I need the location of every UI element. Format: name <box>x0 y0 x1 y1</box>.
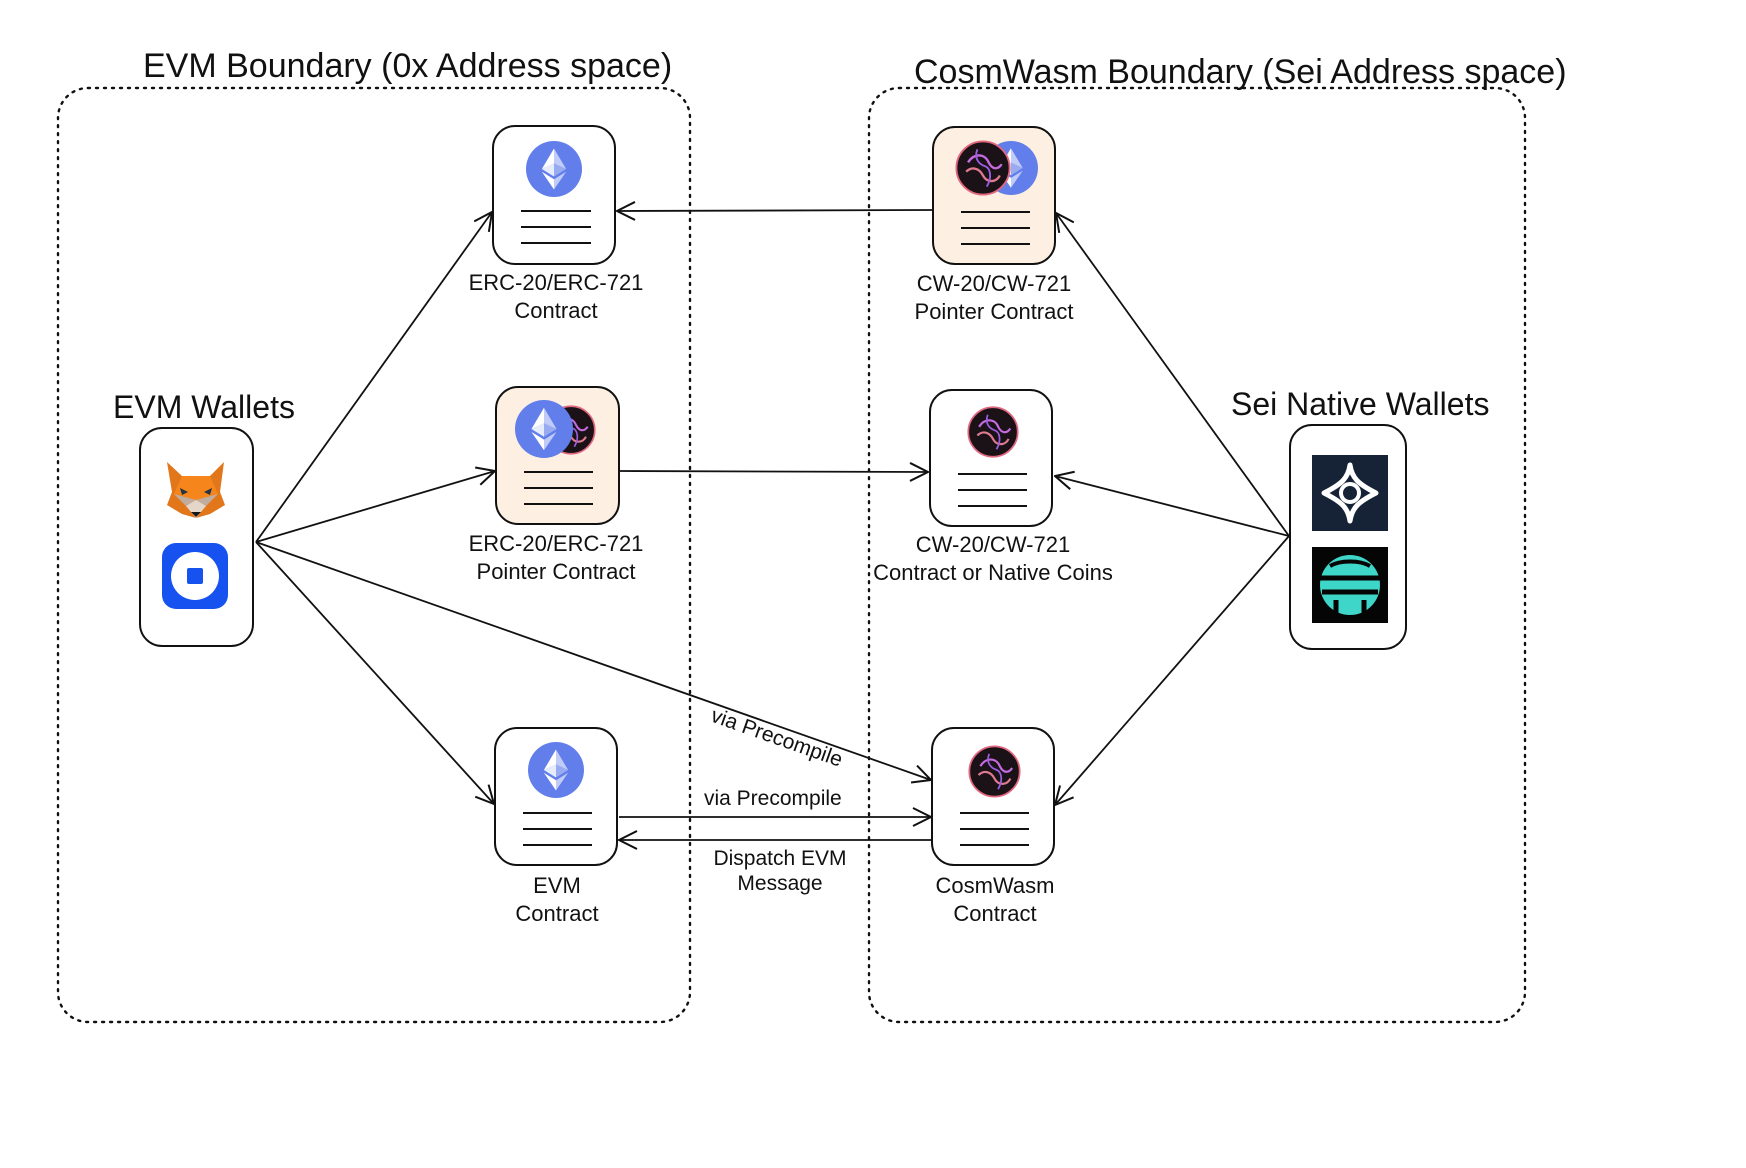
edge-seiwallet-to-cosmwasm <box>1055 535 1290 805</box>
cw-pointer-label: CW-20/CW-721 Pointer Contract <box>894 270 1094 325</box>
edge-label-via-precompile: via Precompile <box>704 787 842 810</box>
ethereum-icon <box>526 141 582 197</box>
ethereum-icon <box>515 400 573 458</box>
cw-native-node <box>929 389 1053 527</box>
document-lines-icon <box>523 812 592 846</box>
edge-seiwallet-to-cw-pointer <box>1056 213 1290 537</box>
evm-boundary-title: EVM Boundary (0x Address space) <box>143 47 673 85</box>
edge-evmwallet-to-cosmwasm-contract <box>255 541 931 780</box>
cosmwasm-contract-node <box>931 727 1055 866</box>
document-lines-icon <box>521 210 591 244</box>
coinbase-wallet-icon <box>162 543 228 609</box>
ethereum-icon <box>528 742 584 798</box>
sei-icon <box>955 140 1011 196</box>
edge-label-dispatch-line2: Message <box>737 872 823 896</box>
edge-seiwallet-to-cw-native <box>1055 476 1290 537</box>
document-lines-icon <box>960 812 1029 846</box>
edge-erc-pointer-to-cw-native <box>618 471 928 472</box>
edges <box>255 210 1290 840</box>
sei-icon <box>968 745 1021 798</box>
evm-boundary <box>56 86 692 1024</box>
erc-contract-node <box>492 125 616 265</box>
edge-evmwallet-to-erc-contract <box>255 212 492 543</box>
sei-icon <box>967 406 1019 458</box>
erc-contract-label: ERC-20/ERC-721 Contract <box>456 269 656 324</box>
erc-pointer-label-line2: Pointer Contract <box>476 558 636 584</box>
erc-pointer-label: ERC-20/ERC-721 Pointer Contract <box>456 530 656 585</box>
document-lines-icon <box>958 473 1027 507</box>
cosmwasm-contract-label-line2: Contract <box>953 900 1037 926</box>
edge-label-dispatch-evm-message: Dispatch EVM Message <box>680 846 880 896</box>
evm-contract-node <box>494 727 618 866</box>
evm-contract-label-line1: EVM <box>533 873 581 898</box>
erc-contract-label-line2: Contract <box>514 297 598 323</box>
sei-wallets-title: Sei Native Wallets <box>1231 386 1490 422</box>
evm-wallets-title: EVM Wallets <box>113 389 295 425</box>
cw-native-label-line1: CW-20/CW-721 <box>915 532 1071 557</box>
cw-native-label-line2: Contract or Native Coins <box>873 559 1113 585</box>
edge-evmwallet-to-evm-contract <box>255 541 494 804</box>
erc-pointer-label-line1: ERC-20/ERC-721 <box>468 531 644 556</box>
erc-contract-label-line1: ERC-20/ERC-721 <box>468 270 644 295</box>
cw-pointer-label-line1: CW-20/CW-721 <box>916 271 1072 296</box>
edge-cw-pointer-to-erc-contract <box>617 210 934 211</box>
edge-evmwallet-to-erc-pointer <box>255 471 495 543</box>
compass-wallet-icon <box>1312 455 1388 531</box>
cw-pointer-label-line2: Pointer Contract <box>914 298 1074 324</box>
cw-native-label: CW-20/CW-721 Contract or Native Coins <box>858 531 1128 586</box>
evm-contract-label-line2: Contract <box>515 900 599 926</box>
document-lines-icon <box>961 211 1030 245</box>
cw-pointer-node <box>932 126 1056 265</box>
metamask-fox-icon <box>167 462 225 518</box>
cosmwasm-boundary-title: CosmWasm Boundary (Sei Address space) <box>914 53 1567 91</box>
evm-contract-label: EVM Contract <box>457 872 657 927</box>
cosmwasm-contract-label-line1: CosmWasm <box>935 873 1055 898</box>
fin-wallet-icon <box>1312 547 1388 623</box>
document-lines-icon <box>524 471 593 505</box>
cosmwasm-contract-label: CosmWasm Contract <box>895 872 1095 927</box>
edge-label-dispatch-line1: Dispatch EVM <box>713 847 847 870</box>
evm-wallets-box <box>139 427 254 647</box>
erc-pointer-node <box>495 386 620 525</box>
sei-wallets-box <box>1289 424 1407 650</box>
cosmwasm-boundary <box>867 86 1527 1024</box>
